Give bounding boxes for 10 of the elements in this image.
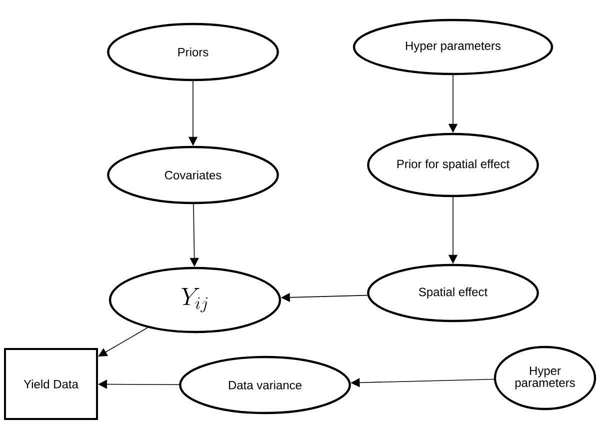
ellipse-node: Prior for spatial effect bbox=[367, 132, 539, 198]
arrow bbox=[98, 327, 148, 357]
ellipse-node: Spatial effect bbox=[367, 264, 539, 322]
ellipse-node: Covariates bbox=[107, 146, 279, 204]
ellipse-node: Priors bbox=[107, 22, 279, 82]
ellipse-node: Data variance bbox=[179, 356, 351, 414]
ellipse-node: Hyper parameters bbox=[352, 18, 554, 76]
ellipse-node: Hyper parameters bbox=[494, 346, 596, 410]
ellipse-node: $Y_{ij}$ bbox=[108, 266, 282, 334]
data-box: Yield Data bbox=[4, 348, 98, 420]
